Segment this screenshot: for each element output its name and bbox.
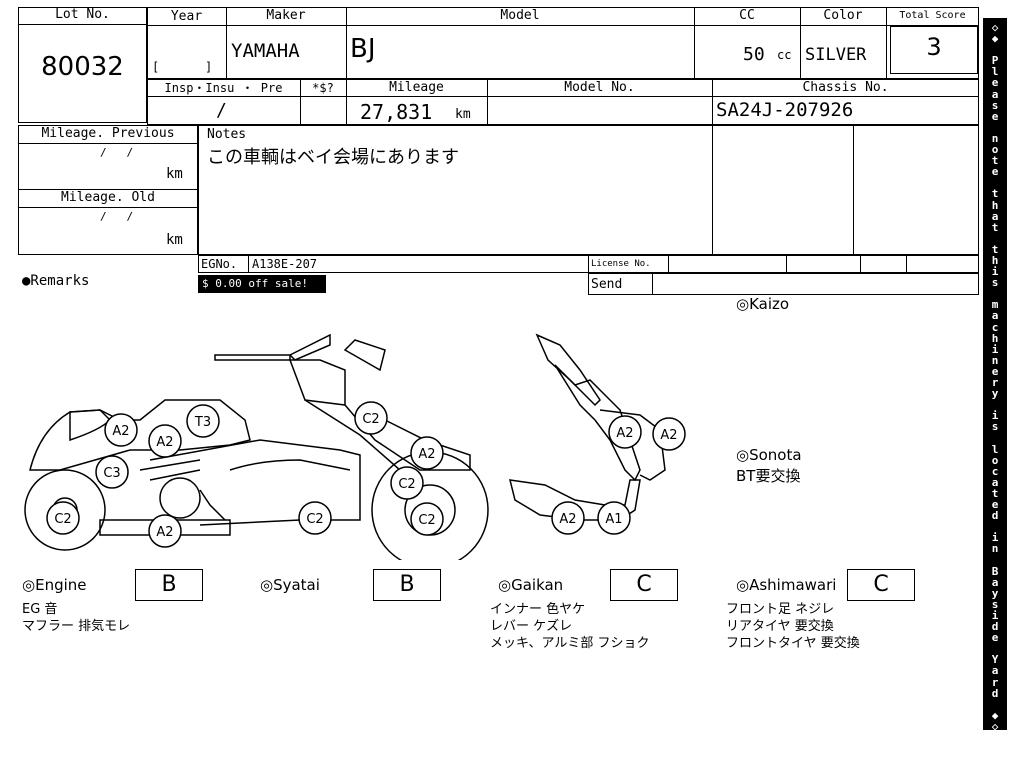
- engine-number-value: A138E-207: [252, 257, 318, 271]
- sale-badge: $ 0.00 off sale!: [198, 275, 326, 293]
- color-label: Color: [823, 8, 863, 23]
- ashimawari-notes: フロント足 ネジレ リアタイヤ 要交換 フロントタイヤ 要交換: [726, 602, 860, 651]
- cc-unit: cc: [777, 48, 792, 62]
- year-bracket-close: ]: [205, 60, 213, 74]
- svg-text:C2: C2: [306, 512, 323, 527]
- svg-text:A2: A2: [660, 428, 677, 443]
- damage-mark: A2: [148, 424, 182, 458]
- svg-text:A1: A1: [605, 512, 622, 527]
- sonota-label: ◎Sonota: [736, 446, 802, 464]
- gaikan-label: ◎Gaikan: [498, 576, 564, 594]
- mileage-old-label: Mileage. Old: [18, 190, 198, 208]
- svg-text:C3: C3: [103, 466, 120, 481]
- mileage-history-box: [18, 125, 198, 255]
- total-score-box: [890, 26, 978, 74]
- svg-text:A2: A2: [418, 447, 435, 462]
- ashimawari-grade: C: [847, 569, 915, 601]
- svg-text:C2: C2: [418, 513, 435, 528]
- chassis-number-label: Chassis No.: [802, 80, 889, 95]
- mileage-previous-unit: km: [166, 166, 183, 182]
- svg-text:C2: C2: [362, 412, 379, 427]
- damage-mark: C2: [298, 501, 332, 535]
- gaikan-notes: インナー 色ヤケ レバー ケズレ メッキ、アルミ部 フショク: [490, 602, 650, 651]
- damage-mark: C2: [354, 401, 388, 435]
- damage-mark: A2: [104, 413, 138, 447]
- svg-text:A2: A2: [559, 512, 576, 527]
- damage-mark: A2: [551, 501, 585, 535]
- damage-mark: C2: [46, 501, 80, 535]
- kaizo-label: ◎Kaizo: [736, 295, 790, 313]
- engine-grade: B: [135, 569, 203, 601]
- model-label: Model: [500, 8, 540, 23]
- inspection-label: Insp・Insu ・ Pre: [164, 81, 283, 95]
- syatai-grade: B: [373, 569, 441, 601]
- notes-box: [198, 125, 979, 255]
- svg-text:A2: A2: [156, 525, 173, 540]
- model-number-label: Model No.: [564, 80, 635, 95]
- color-value: SILVER: [805, 45, 867, 65]
- license-number-label: License No.: [591, 259, 651, 269]
- year-bracket-open: [: [152, 60, 160, 74]
- notes-text: この車輌はベイ会場にあります: [207, 147, 459, 168]
- damage-mark: T3: [186, 404, 220, 438]
- cc-label: CC: [739, 8, 755, 23]
- svg-text:A2: A2: [156, 435, 173, 450]
- maker-value: YAMAHA: [231, 40, 300, 62]
- inspection-value: /: [216, 100, 227, 121]
- mileage-label: Mileage: [389, 80, 444, 95]
- svg-text:T3: T3: [194, 415, 211, 430]
- year-label: Year: [170, 9, 203, 24]
- damage-mark: A2: [148, 514, 182, 548]
- tax-label: *$?: [312, 81, 334, 95]
- damage-mark: A2: [410, 436, 444, 470]
- ashimawari-label: ◎Ashimawari: [736, 576, 837, 594]
- mileage-unit: km: [455, 107, 471, 122]
- mileage-old-date: / /: [100, 210, 134, 223]
- total-score-label: Total Score: [899, 10, 966, 21]
- damage-mark: A1: [597, 501, 631, 535]
- header-row1: [147, 7, 979, 79]
- svg-text:A2: A2: [616, 426, 633, 441]
- send-row: [588, 273, 979, 295]
- remarks-label: ●Remarks: [22, 273, 90, 289]
- engine-number-label: EGNo.: [201, 257, 238, 271]
- damage-mark: C2: [390, 466, 424, 500]
- mileage-value: 27,831: [360, 100, 433, 124]
- maker-label: Maker: [266, 8, 306, 23]
- model-value: BJ: [350, 34, 376, 64]
- sonota-text: BT要交換: [736, 467, 801, 485]
- chassis-number-value: SA24J-207926: [716, 99, 854, 121]
- damage-mark: A2: [652, 417, 686, 451]
- engine-notes: EG 音 マフラー 排気モレ: [22, 602, 131, 634]
- damage-mark: A2: [608, 415, 642, 449]
- svg-text:C2: C2: [398, 477, 415, 492]
- damage-mark: C3: [95, 455, 129, 489]
- svg-text:A2: A2: [112, 424, 129, 439]
- send-label: Send: [591, 277, 623, 292]
- lot-number-value: 80032: [41, 52, 124, 82]
- damage-mark: C2: [410, 502, 444, 536]
- svg-text:C2: C2: [54, 512, 71, 527]
- notes-label: Notes: [207, 127, 247, 142]
- gaikan-grade: C: [610, 569, 678, 601]
- lot-number-label: Lot No.: [18, 7, 147, 25]
- mileage-previous-date: / /: [100, 146, 134, 159]
- mileage-old-unit: km: [166, 232, 183, 248]
- lot-number-box: [18, 7, 147, 123]
- syatai-label: ◎Syatai: [260, 576, 320, 594]
- header-row2: [147, 79, 979, 125]
- engine-label: ◎Engine: [22, 576, 87, 594]
- total-score-value: 3: [926, 33, 942, 61]
- mileage-previous-label: Mileage. Previous: [18, 126, 198, 144]
- cc-value: 50: [743, 44, 765, 65]
